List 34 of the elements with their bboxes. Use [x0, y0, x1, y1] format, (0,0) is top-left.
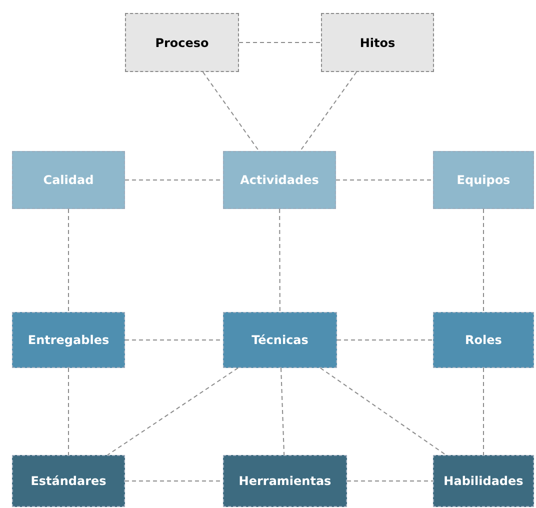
connector-line: [483, 368, 484, 456]
concept-box: [223, 312, 337, 368]
concept-label: Hitos: [360, 36, 396, 50]
concept-label: Calidad: [43, 173, 94, 187]
concept-label: Herramientas: [238, 474, 332, 488]
connector-line: [68, 208, 69, 312]
concept-box: [433, 455, 534, 507]
connector-line: [202, 72, 260, 152]
concept-label: Habilidades: [444, 474, 524, 488]
concept-label: Entregables: [28, 333, 110, 347]
concept-box: [223, 151, 336, 209]
concept-label: Actividades: [240, 173, 319, 187]
connector-line: [300, 72, 357, 152]
concept-label: Equipos: [456, 173, 510, 187]
concept-label: Técnicas: [252, 333, 308, 347]
connector-line: [279, 208, 280, 312]
connector-line: [68, 368, 69, 456]
concept-box: [12, 151, 125, 209]
connector-line: [320, 368, 446, 456]
connector-line: [346, 480, 434, 482]
connector-line: [483, 208, 484, 312]
connector-line: [107, 368, 238, 456]
concept-box: [223, 455, 347, 507]
concept-label: Proceso: [155, 36, 209, 50]
concept-label: Roles: [465, 333, 502, 347]
connector-line: [280, 368, 285, 456]
concept-box: [433, 151, 534, 209]
concept-box: [125, 13, 239, 72]
concept-box: [12, 455, 125, 507]
connector-line: [238, 42, 322, 43]
concept-box: [321, 13, 434, 72]
concept-box: [433, 312, 534, 368]
concept-box: [12, 312, 125, 368]
concept-label: Estándares: [30, 474, 106, 488]
